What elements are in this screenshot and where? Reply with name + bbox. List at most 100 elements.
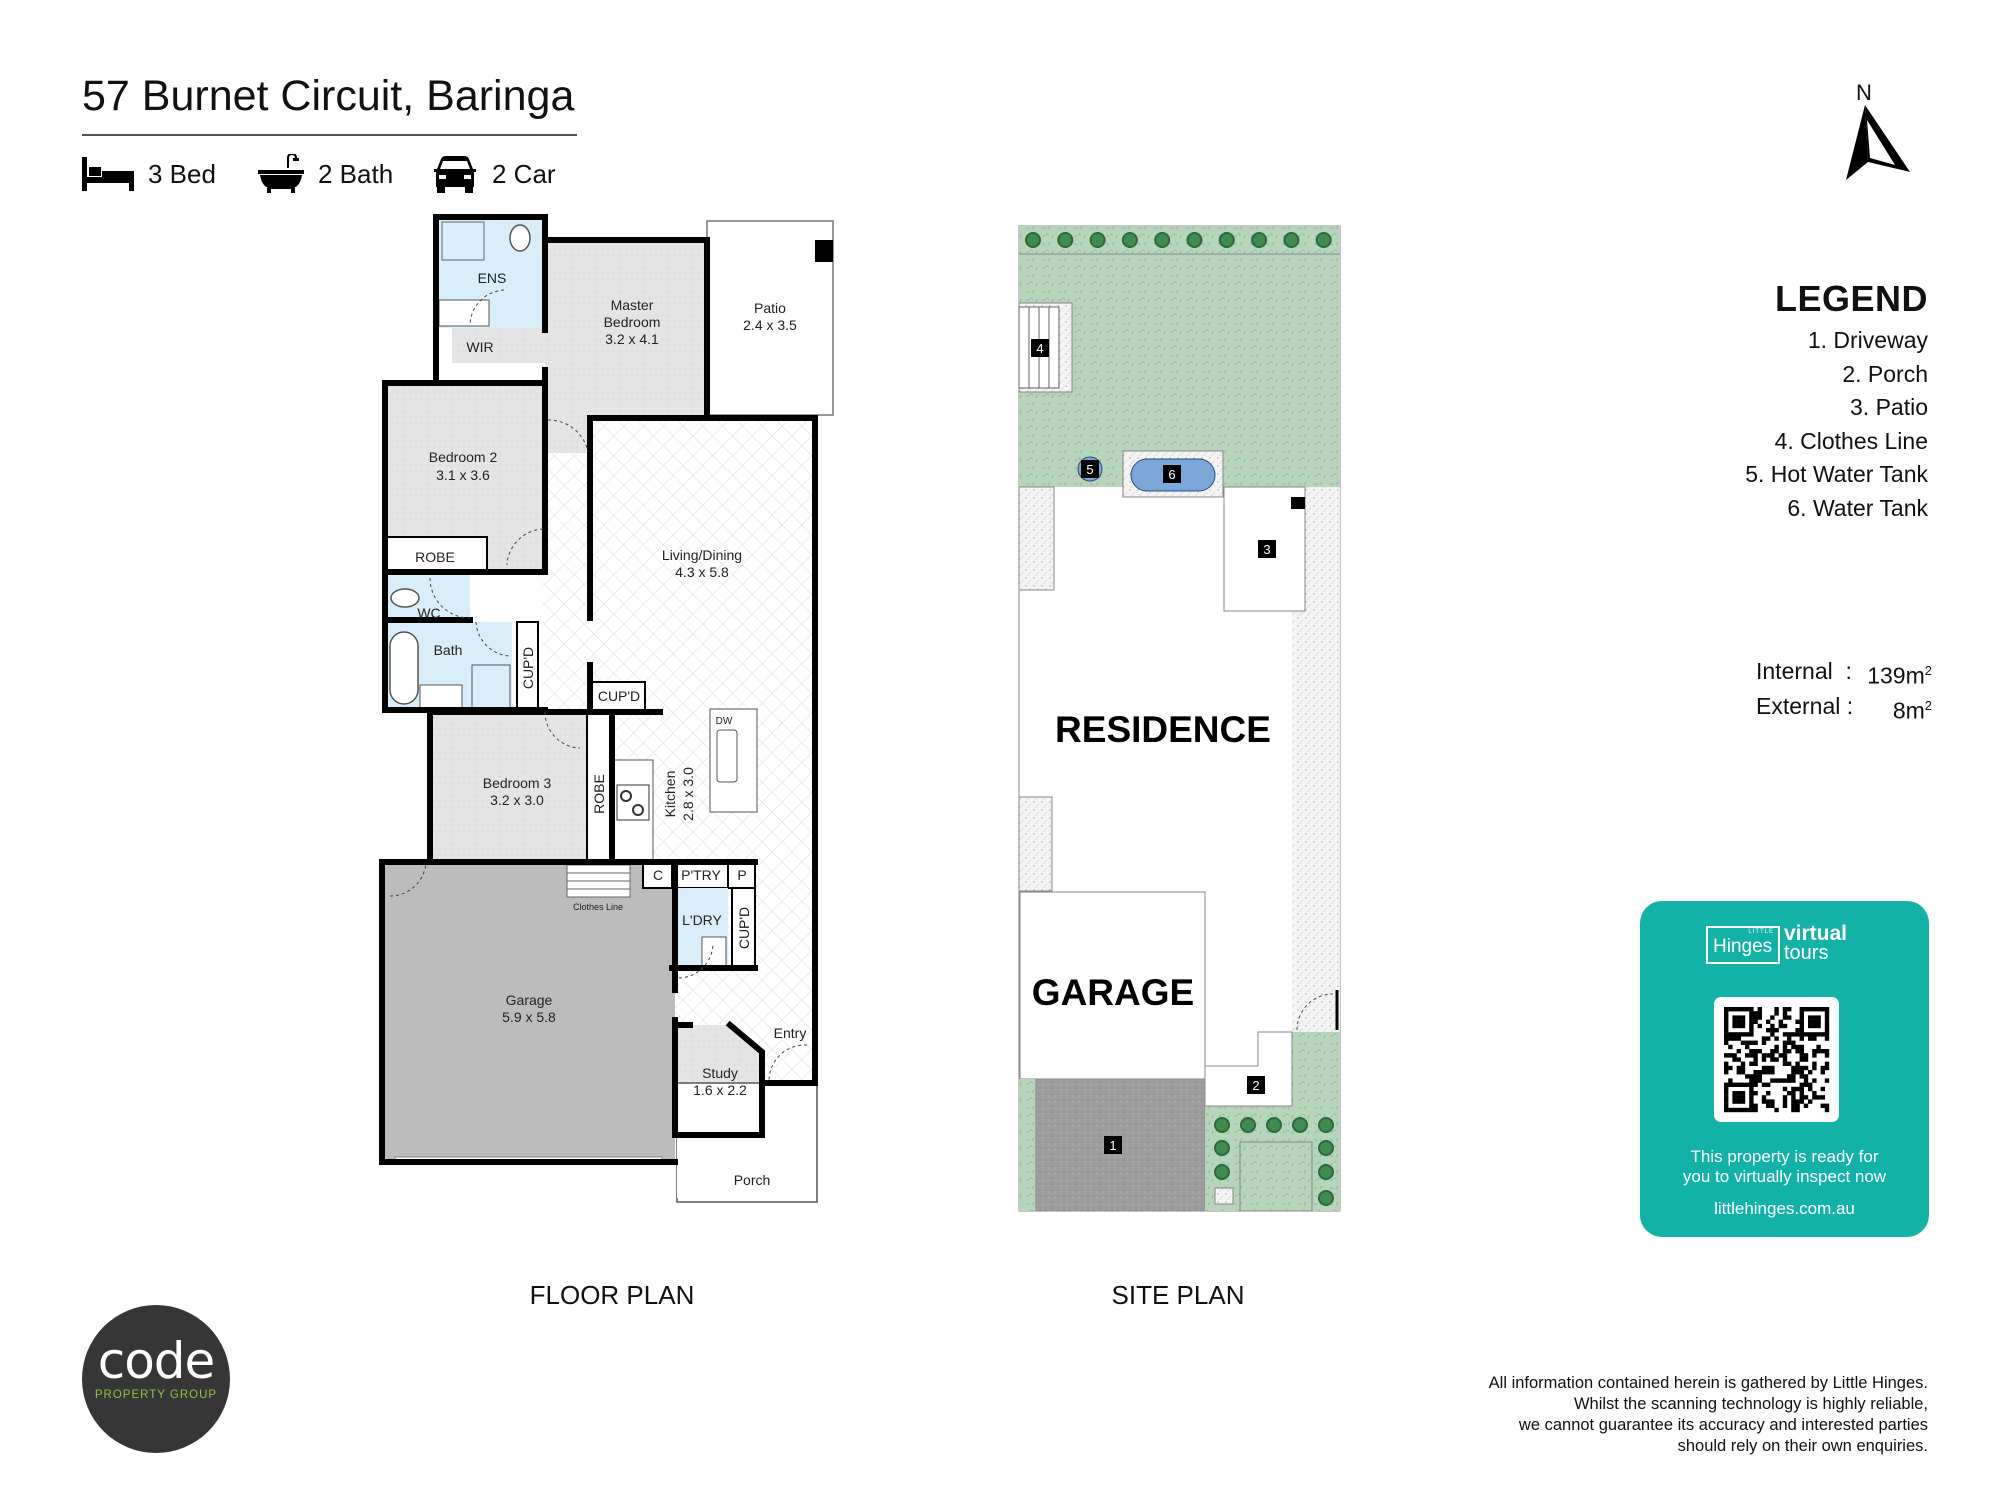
wir-floor <box>452 328 545 363</box>
shrub-icon <box>1089 232 1106 248</box>
side-path <box>1018 486 1055 591</box>
garage-label: GARAGE <box>1032 972 1194 1013</box>
room-label-bath: Bath <box>434 642 463 658</box>
shrub-icon <box>1025 232 1041 248</box>
door-swings <box>389 289 808 1081</box>
legend-item: 3. Patio <box>1850 394 1928 420</box>
label-dishwasher: DW <box>716 716 733 727</box>
room-dims-kitchen: 2.8 x 3.0 <box>680 767 696 821</box>
laundry-tub-icon <box>701 936 727 967</box>
shrub-icon <box>1266 1117 1282 1133</box>
room-label-robe: ROBE <box>415 549 455 565</box>
internal-area-label: Internal : <box>1756 658 1852 684</box>
shrub-icon <box>1283 232 1300 248</box>
bedroom-2-robe <box>384 536 488 572</box>
room-label-laundry-cupboard: CUP'D <box>736 907 752 949</box>
side-path <box>1018 796 1053 892</box>
shrub-icon <box>1214 1117 1230 1133</box>
room-label-entry: Entry <box>774 1025 807 1041</box>
patio-post <box>815 240 833 262</box>
label-clothes-line: Clothes Line <box>573 902 623 912</box>
room-label-living: Living/Dining <box>662 547 742 563</box>
room-label-study: Study <box>702 1065 738 1081</box>
code-property-group-logo: code PROPERTY GROUP <box>82 1305 230 1453</box>
room-dims-study: 1.6 x 2.2 <box>693 1082 747 1098</box>
master-door-area <box>545 418 590 453</box>
site-plan-caption: SITE PLAN <box>1111 1280 1245 1310</box>
marker-3: 3 <box>1263 542 1270 557</box>
internal-area-value: 139m2 <box>1867 662 1932 689</box>
garden-bed <box>1239 1141 1313 1212</box>
room-label-bath-cupboard: CUP'D <box>520 647 536 689</box>
feature-bath: 2 Bath <box>258 154 394 193</box>
clothes-line-icon <box>566 864 631 898</box>
site-plan: RESIDENCE GARAGE 1 2 3 4 5 6 <box>1018 225 1341 1212</box>
room-label-p: P <box>737 867 746 883</box>
room-label-garage: Garage <box>506 992 553 1008</box>
bath-vanity <box>419 684 463 709</box>
shrub-icon <box>1121 232 1138 248</box>
ensuite-vanity <box>438 299 490 327</box>
qr-code[interactable] <box>1714 997 1839 1122</box>
master-bedroom-floor <box>545 240 707 418</box>
ensuite-toilet-icon <box>509 224 531 252</box>
hedge-row <box>1025 232 1332 248</box>
bed-icon <box>82 157 134 191</box>
room-label-porch: Porch <box>734 1172 771 1188</box>
marker-6: 6 <box>1168 467 1175 482</box>
legend-item: 4. Clothes Line <box>1774 427 1928 454</box>
external-area-label: External : <box>1756 692 1854 719</box>
car-count: 2 Car <box>492 158 556 189</box>
bath-count: 2 Bath <box>318 158 394 189</box>
marker-1: 1 <box>1109 1138 1116 1153</box>
shrub-icon <box>1154 232 1171 248</box>
tour-message: This property is ready for you to virtua… <box>1682 1147 1887 1186</box>
little-hinges-logo: LITTLE Hinges <box>1706 926 1780 964</box>
legend: LEGEND 1. Driveway 2. Porch 3. Patio 4. … <box>1745 278 1928 525</box>
site-markers: 1 2 3 4 5 6 <box>1031 339 1276 1154</box>
feature-bed: 3 Bed <box>82 156 216 192</box>
room-label-robe-3: ROBE <box>591 774 607 814</box>
room-label-patio: Patio <box>754 300 786 316</box>
bath-shower <box>471 664 511 709</box>
tour-url-link[interactable]: littlehinges.com.au <box>1714 1199 1855 1218</box>
room-label-pantry: P'TRY <box>681 867 721 883</box>
ensuite-shower <box>441 221 485 261</box>
shrub-icon <box>1318 1117 1334 1133</box>
disclaimer: All information contained herein is gath… <box>1488 1374 1928 1455</box>
pantry-p <box>727 861 756 889</box>
site-garage <box>1019 891 1206 1080</box>
area-summary: Internal :139m2 External :8m2 <box>1756 656 1932 725</box>
shrub-icon <box>1218 232 1235 248</box>
marker-4: 4 <box>1036 341 1043 356</box>
legend-item: 6. Water Tank <box>1787 494 1928 521</box>
feature-car: 2 Car <box>432 156 556 193</box>
virtual-tour-card[interactable]: LITTLE Hinges virtual tours This propert… <box>1640 901 1929 1237</box>
virtual-label: virtual <box>1784 922 1848 945</box>
floor-plan: ENS WIR Master Bedroom 3.2 x 4.1 Patio 2… <box>379 214 834 1203</box>
legend-title: LEGEND <box>1774 278 1928 319</box>
shrub-icon <box>1057 232 1074 248</box>
compass-north-label: N <box>1856 80 1872 105</box>
room-label-laundry: L'DRY <box>682 912 722 928</box>
room-label-master: Bedroom <box>604 314 661 330</box>
room-label-bedroom-3: Bedroom 3 <box>483 775 552 791</box>
shrub-icon <box>1318 1140 1334 1156</box>
cooktop-icon <box>616 784 650 821</box>
room-label-ensuite: ENS <box>478 270 507 286</box>
marker-2: 2 <box>1252 1078 1259 1093</box>
room-label-master: Master <box>611 297 654 313</box>
shrub-icon <box>1240 1117 1256 1133</box>
room-labels: ENS WIR Master Bedroom 3.2 x 4.1 Patio 2… <box>415 270 806 1188</box>
room-dims-bedroom-2: 3.1 x 3.6 <box>436 467 490 483</box>
tours-label: tours <box>1784 942 1829 964</box>
bath-icon <box>258 154 304 193</box>
room-dims-garage: 5.9 x 5.8 <box>502 1009 556 1025</box>
room-label-wc: WC <box>417 605 440 621</box>
shrub-icon <box>1214 1164 1230 1180</box>
room-label-kitchen: Kitchen <box>662 771 678 818</box>
property-address-title: 57 Burnet Circuit, Baringa <box>82 72 575 120</box>
room-dims-living: 4.3 x 5.8 <box>675 564 729 580</box>
shrub-icon <box>1318 1164 1334 1180</box>
